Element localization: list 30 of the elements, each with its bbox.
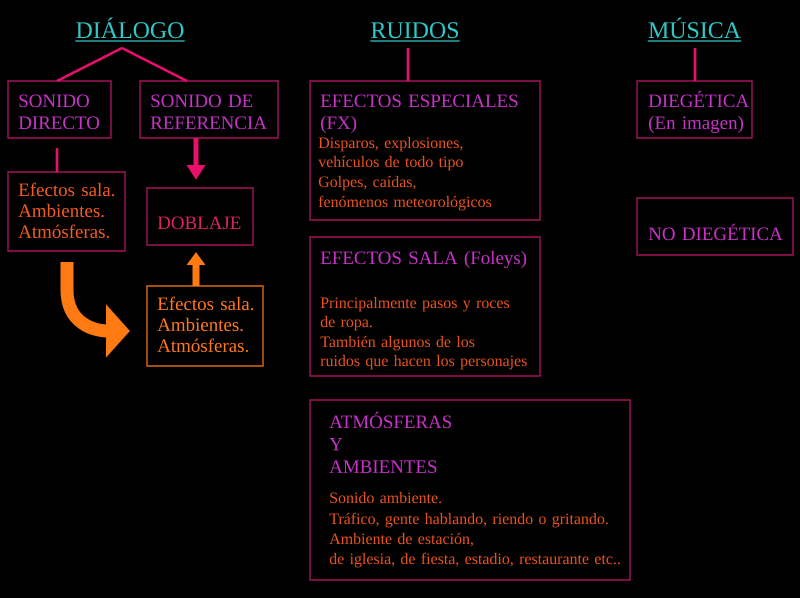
connector-line [406,48,410,81]
description-line: de iglesia, de fiesta, estadio, restaurante etc.. [330,552,620,568]
description-line: Principalmente pasos y roces [320,296,510,312]
description-line: vehículos de todo tipo [318,156,463,170]
text-box: Efectos sala. Ambientes. Atmósferas. [146,285,264,367]
text-box: SONIDO DE REFERENCIA [139,80,279,139]
description-line: Ambiente de estación, [329,532,473,546]
description-line: También algunos de los [320,336,474,350]
box-heading: ATMÓSFERAS Y AMBIENTES [329,412,452,474]
text-box: SONIDO DIRECTO [7,80,112,139]
section-heading: RUIDOS [370,22,460,42]
text-box: DIEGÉTICA (En imagen) [636,80,753,139]
description-line: Tráfico, gente hablando, riendo o gritando. [329,512,608,528]
box-heading: EFECTOS ESPECIALES (FX) [320,94,518,133]
connector-line [121,46,188,82]
connector-line [56,46,123,82]
text-box: Efectos sala. Ambientes. Atmósferas. [7,171,126,252]
description-line: fenómenos meteorológicos [318,196,492,210]
description-line: ruidos que hacen los personajes [320,354,527,370]
connector-line [56,148,58,172]
description-line: Sonido ambiente. [330,492,442,504]
section-heading: DIÁLOGO [75,17,185,42]
text-box: DOBLAJE [146,187,254,246]
text-box: NO DIEGÉTICA [636,197,794,256]
description-line: Golpes, caídas, [318,176,416,190]
box-heading: EFECTOS SALA (Foleys) [320,250,526,268]
description-line: de ropa. [320,316,372,330]
connector-line [694,48,696,81]
section-heading: MÚSICA [648,17,742,42]
description-line: Disparos, explosiones, [318,136,462,152]
